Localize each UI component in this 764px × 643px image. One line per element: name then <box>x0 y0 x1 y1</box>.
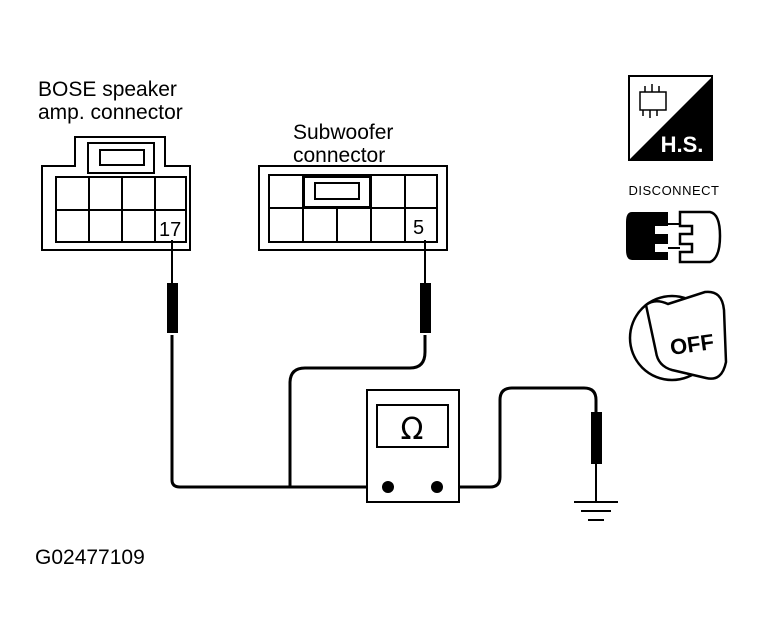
bose-connector-title: BOSE speaker amp. connector <box>38 78 183 124</box>
ohmmeter <box>366 389 460 503</box>
probe-ground <box>591 412 602 502</box>
bose-pin-number: 17 <box>159 219 181 241</box>
disconnect-label: DISCONNECT <box>629 183 720 198</box>
bose-connector-title-line2: amp. connector <box>38 101 183 124</box>
meter-terminal-left <box>382 481 394 493</box>
probe-left <box>167 240 178 333</box>
ignition-key-off-icon <box>628 290 728 382</box>
ohm-symbol: Ω <box>401 412 424 447</box>
subwoofer-connector-title-line2: connector <box>293 144 386 167</box>
ignition-off-label: OFF <box>668 329 715 360</box>
subwoofer-connector-title-line1: Subwoofer <box>293 121 394 144</box>
harness-side-label: H.S. <box>661 132 704 157</box>
subwoofer-pin-number: 5 <box>413 217 424 239</box>
subwoofer-connector-title: Subwoofer connector <box>293 121 393 167</box>
probe-right <box>420 240 431 333</box>
harness-side-icon <box>628 75 713 161</box>
probe-wires <box>170 335 598 489</box>
bose-connector <box>41 136 191 251</box>
ground-symbol <box>574 501 618 521</box>
connector-disconnect-icon <box>626 210 722 264</box>
meter-terminal-right <box>431 481 443 493</box>
bose-connector-title-line1: BOSE speaker <box>38 78 177 101</box>
subwoofer-connector <box>258 165 448 251</box>
figure-code: G02477109 <box>35 546 145 569</box>
